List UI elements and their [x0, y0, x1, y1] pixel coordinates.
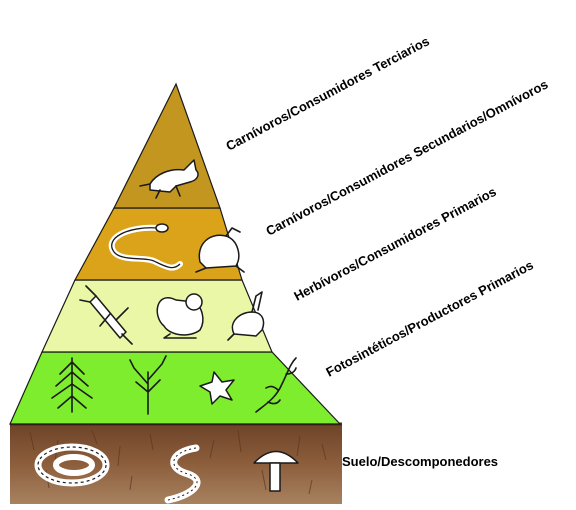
coiled-worm-icon: [34, 443, 110, 487]
worm-icon: [164, 444, 201, 504]
flower-icon: [199, 371, 235, 405]
fox-icon: [139, 159, 199, 199]
rabbit-icon: [227, 291, 265, 341]
frog-icon: [195, 227, 245, 273]
snake-icon: [108, 223, 183, 271]
pine-tree-icon: [51, 357, 93, 413]
squirrel-icon: [156, 293, 204, 339]
primary-consumers-band: [41, 279, 273, 353]
producers-band: [9, 351, 342, 425]
vine-icon: [255, 357, 297, 413]
beetle-icon: [79, 285, 133, 345]
level-label-soil: Suelo/Descomponedores: [342, 454, 498, 469]
level-label-tertiary: Carnívoros/Consumidores Terciarios: [223, 33, 431, 153]
tree-icon: [129, 355, 167, 415]
level-label-producers: Fotosintéticos/Productores Primarios: [323, 257, 535, 379]
mushroom-icon: [253, 450, 299, 492]
soil-band: [10, 422, 342, 504]
